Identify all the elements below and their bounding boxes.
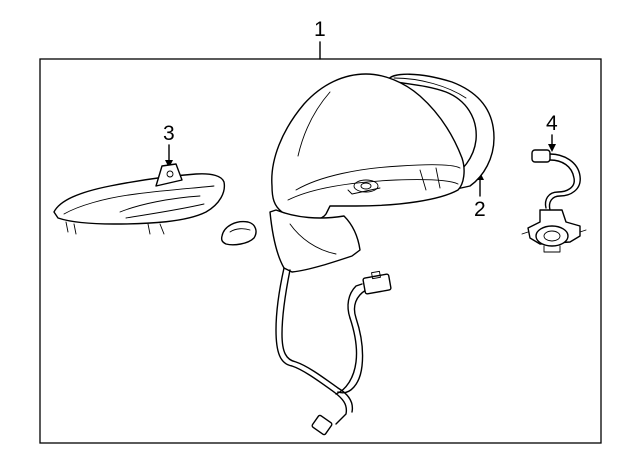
callout-4-arrowhead: [548, 144, 556, 152]
lamp-socket-wire-icon: [521, 149, 587, 253]
wire-harness-icon: [275, 267, 392, 436]
callout-3-arrowhead: [165, 160, 173, 168]
clip-icon: [220, 220, 257, 246]
turn-signal-lamp-icon: [53, 163, 226, 235]
mirror-assembly-icon: [269, 73, 465, 273]
callout-4: 4: [546, 112, 558, 135]
mirror-cover-icon: [387, 73, 495, 191]
callout-1: 1: [314, 18, 326, 41]
callout-2: 2: [474, 198, 486, 221]
callout-3: 3: [163, 122, 175, 145]
